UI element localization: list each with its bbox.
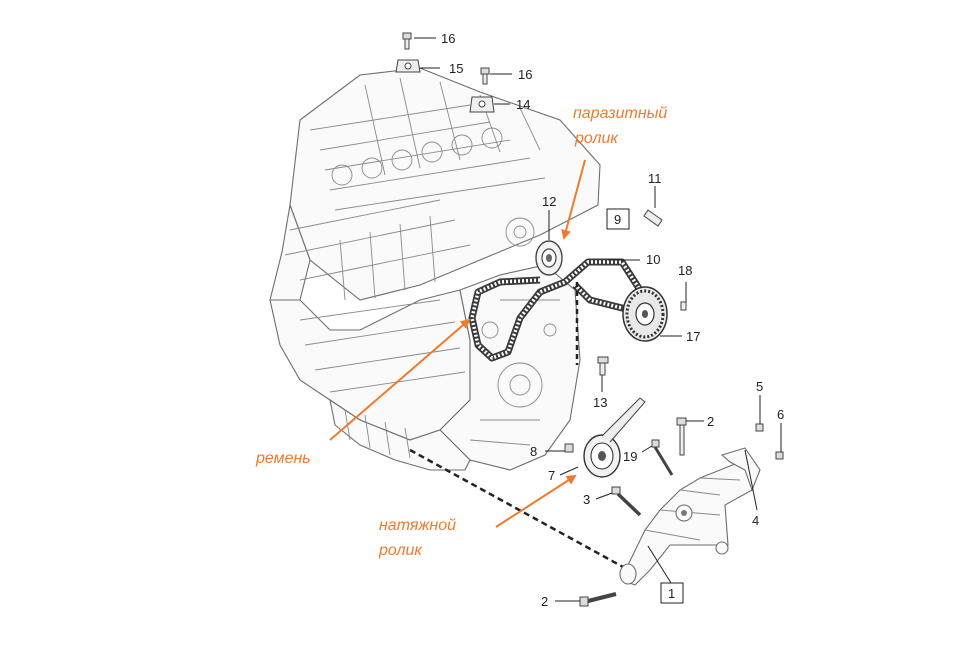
callout-4: 4	[752, 513, 759, 528]
callout-18: 18	[678, 263, 692, 278]
bolt-16a	[402, 32, 412, 50]
annotation-tensioner-line1: натяжной	[379, 517, 456, 534]
callout-6: 6	[777, 407, 784, 422]
annotation-idler: паразитный ролик	[561, 105, 667, 240]
callout-19: 19	[623, 449, 637, 464]
callout-12: 12	[542, 194, 556, 209]
callout-numbers: 16 15 16 14 11 12 9 10 18 17 13 5 6 2 8 …	[441, 31, 784, 609]
annotation-tensioner-line2: ролик	[378, 542, 423, 559]
engine-block	[269, 67, 601, 471]
bolt-18	[680, 301, 687, 311]
bolt-16b	[480, 67, 490, 85]
bracket-14	[469, 96, 495, 113]
annotation-idler-line2: ролик	[574, 130, 619, 147]
bolt-13	[597, 356, 609, 376]
engine-detail-lines	[284, 77, 560, 459]
callout-10: 10	[646, 252, 660, 267]
callout-leaders	[414, 37, 782, 602]
callout-2b: 2	[541, 594, 548, 609]
callout-14: 14	[516, 97, 530, 112]
callout-11: 11	[648, 171, 662, 186]
callout-1-box	[660, 582, 684, 604]
bolts-lower	[564, 417, 784, 607]
annotation-idler-arrow	[561, 159, 586, 240]
annotation-belt-label: ремень	[255, 450, 311, 467]
idler-pulley	[535, 240, 563, 276]
callout-8: 8	[530, 444, 537, 459]
callout-3: 3	[583, 492, 590, 507]
callout-9: 9	[614, 212, 621, 227]
callout-15: 15	[449, 61, 463, 76]
callout-13: 13	[593, 395, 607, 410]
annotation-belt: ремень	[255, 318, 471, 467]
callout-1: 1	[668, 586, 675, 601]
annotation-belt-arrow	[329, 318, 471, 441]
callout-2a: 2	[707, 414, 714, 429]
assembly-dashed-lines	[409, 282, 626, 570]
callout-16a: 16	[441, 31, 455, 46]
bracket-15	[395, 59, 421, 73]
callout-17: 17	[686, 329, 700, 344]
callout-5: 5	[756, 379, 763, 394]
callout-9-box	[606, 208, 630, 230]
annotation-tensioner-arrow	[495, 474, 577, 528]
stud-11	[643, 209, 663, 227]
tensioner-bracket	[619, 447, 761, 586]
annotation-tensioner: натяжной ролик	[378, 474, 577, 559]
crank-pulley	[622, 286, 668, 342]
callout-16b: 16	[518, 67, 532, 82]
tensioner-pulley	[583, 397, 646, 478]
callout-7: 7	[548, 468, 555, 483]
annotation-idler-line1: паразитный	[573, 105, 667, 122]
